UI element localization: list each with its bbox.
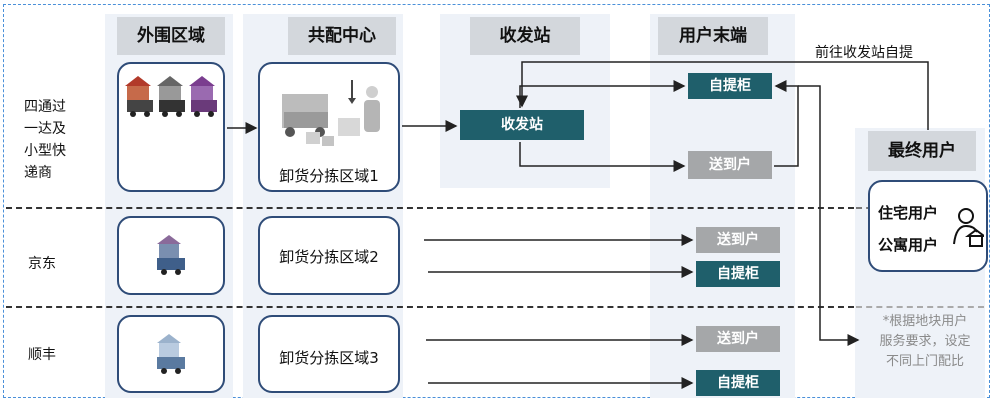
jd-truck-icon bbox=[157, 235, 185, 275]
delivery-box-1: 送到户 bbox=[688, 151, 772, 179]
delivery-trucks-icon bbox=[125, 76, 217, 117]
sorting-area-label-2: 卸货分拣区域2 bbox=[279, 248, 379, 266]
sorting-area-label-3: 卸货分拣区域3 bbox=[279, 349, 379, 367]
service-note: *根据地块用户 服务要求，设定 不同上门配比 bbox=[879, 314, 971, 369]
header-outer: 外围区域 bbox=[117, 17, 225, 55]
arrow-to-note bbox=[798, 85, 860, 346]
arrow-delivery-to-locker bbox=[774, 80, 799, 167]
final-user-card: 住宅用户 公寓用户 bbox=[868, 180, 988, 272]
warehouse-worker-icon bbox=[282, 80, 380, 146]
header-final-user: 最终用户 bbox=[868, 131, 976, 171]
outer-card-2 bbox=[117, 216, 225, 295]
user-home-icon bbox=[953, 208, 984, 247]
sorting-area-card-1: 卸货分拣区域1 bbox=[258, 62, 400, 192]
diagram-frame bbox=[3, 4, 990, 398]
sorting-area-label-1: 卸货分拣区域1 bbox=[279, 167, 379, 185]
row-label-jd: 京东 bbox=[28, 256, 56, 272]
header-station: 收发站 bbox=[470, 17, 580, 55]
locker-box-1: 自提柜 bbox=[688, 73, 772, 99]
row-divider-2-right bbox=[856, 306, 984, 308]
apartment-user-label: 公寓用户 bbox=[878, 236, 939, 254]
header-shared: 共配中心 bbox=[288, 17, 396, 55]
arrow-user-to-station bbox=[516, 61, 929, 130]
row-divider-1 bbox=[6, 207, 854, 209]
row-label-express: 四通过 一达及 小型快 递商 bbox=[24, 99, 66, 181]
sorting-area-card-3: 卸货分拣区域3 bbox=[258, 315, 400, 393]
header-user-end: 用户末端 bbox=[658, 17, 768, 55]
sorting-area-card-2: 卸货分拣区域2 bbox=[258, 216, 400, 295]
station-box: 收发站 bbox=[460, 110, 584, 140]
locker-box-2: 自提柜 bbox=[696, 261, 780, 287]
delivery-box-3: 送到户 bbox=[696, 326, 780, 352]
arrow-station-to-locker bbox=[519, 80, 686, 108]
outer-card-3 bbox=[117, 315, 225, 393]
locker-box-3: 自提柜 bbox=[696, 370, 780, 396]
row-divider-2 bbox=[6, 306, 854, 308]
residential-user-label: 住宅用户 bbox=[878, 204, 939, 222]
sf-truck-icon bbox=[157, 334, 185, 374]
pickup-arrow-label: 前往收发站自提 bbox=[815, 45, 913, 61]
row-label-sf: 顺丰 bbox=[28, 347, 56, 363]
arrow-station-to-delivery bbox=[519, 142, 686, 172]
delivery-box-2: 送到户 bbox=[696, 227, 780, 253]
outer-card-1 bbox=[117, 62, 225, 192]
